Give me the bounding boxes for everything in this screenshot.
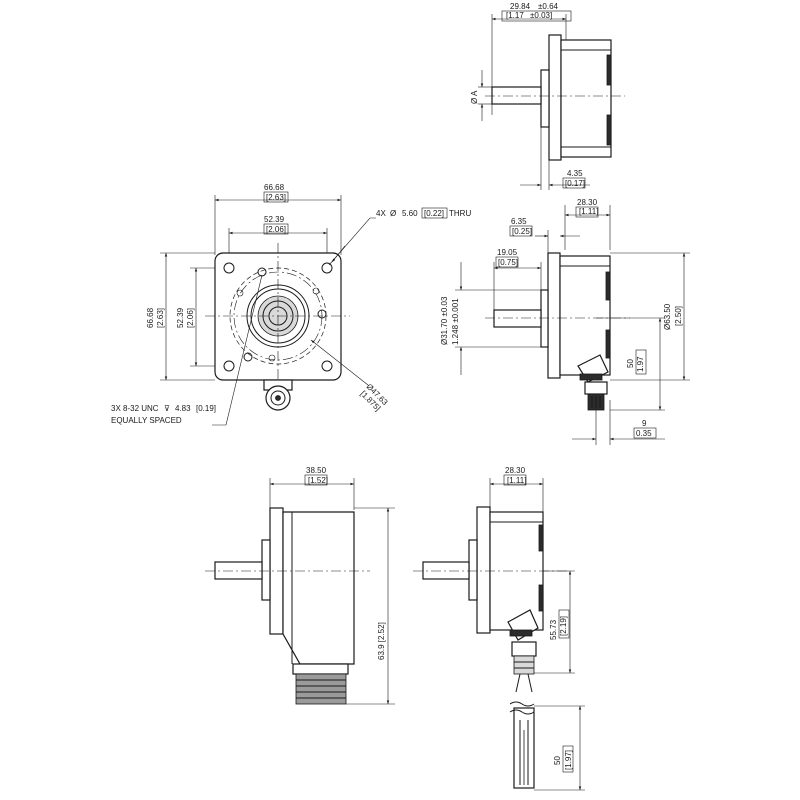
front-width-outer-label: 66.68	[264, 183, 285, 192]
top-view: 29.84 ±0.64 [1.17 ±0.03] Ø A 4.35 [0.17]	[470, 2, 625, 190]
side-conn-h-in-label: 1.97	[636, 356, 645, 372]
side-shaft	[493, 309, 542, 328]
mount-hole-tl	[223, 262, 235, 274]
br-depth-label: 28.30	[505, 466, 526, 475]
side-conn-off-label: 9	[642, 419, 647, 428]
front-view: 66.68 [2.63] 52.39 [2.06] 66.68 [2.63] 5…	[111, 183, 471, 426]
bl-height-label: 63.9 [2.52]	[377, 622, 386, 660]
hole-note-phi: Ø	[390, 209, 396, 218]
phi-a-label: Ø A	[470, 90, 479, 104]
br-cable-len-in-label: [1.97]	[564, 750, 573, 770]
top-shaft	[491, 86, 542, 105]
hole-note-dia: 5.60	[402, 209, 418, 218]
depth-symbol-icon: ⊽	[164, 404, 170, 413]
br-gland-h-in-label: [2.19]	[559, 616, 568, 636]
top-pilot	[540, 69, 550, 128]
top-width-in-tol: ±0.03]	[530, 11, 552, 20]
front-width-inner-in-label: [2.06]	[266, 225, 286, 234]
side-body-dia-label: Ø63.50	[663, 303, 672, 330]
front-height-inner-in-label: [2.06]	[186, 308, 195, 328]
side-shaft-len-in-label: [0.75]	[498, 258, 518, 267]
bl-pilot	[261, 539, 271, 601]
flange-thickness-in-label: [0.17]	[565, 179, 585, 188]
side-housing	[559, 255, 611, 376]
side-view: 28.30 [1.11] 6.35 [0.25] 19.05 [0.75] Ø3…	[440, 198, 690, 445]
mount-hole-bl	[223, 360, 235, 372]
br-gland-body	[513, 655, 535, 675]
br-gland-h-label: 55.73	[549, 619, 558, 640]
br-flange	[476, 506, 491, 634]
br-pilot	[468, 539, 478, 601]
br-depth-in-label: [1.11]	[507, 476, 526, 485]
front-height-outer-label: 66.68	[146, 307, 155, 328]
bl-connector-collar	[292, 663, 349, 675]
mount-hole-tr	[321, 262, 333, 274]
thread-note-depth-in: [0.19]	[196, 404, 216, 413]
side-body-dia-in-label: [2.50]	[674, 306, 683, 326]
bl-housing	[282, 511, 355, 665]
side-pilot-label: 6.35	[511, 217, 527, 226]
top-housing	[560, 39, 612, 158]
bl-depth-in-label: [1.52]	[308, 476, 328, 485]
side-pilot-in-label: [0.25]	[512, 227, 532, 236]
thread-hole-2	[317, 309, 327, 319]
br-gland-nut	[511, 641, 537, 657]
flange-thickness-label: 4.35	[567, 169, 583, 178]
hole-note-thru: THRU	[449, 209, 471, 218]
bl-shaft	[214, 561, 263, 580]
top-width-in-label: [1.17	[506, 11, 524, 20]
thread-note-spacing: EQUALLY SPACED	[111, 416, 182, 425]
front-width-outer-in-label: [2.63]	[266, 193, 286, 202]
bottom-left-view: 38.50 [1.52] 63.9 [2.52]	[205, 466, 395, 705]
side-conn-off-in-label: 0.35	[636, 429, 652, 438]
side-depth-in-label: [1.11]	[579, 207, 598, 216]
br-cable-len-label: 50	[553, 756, 562, 765]
side-connector-nut	[584, 381, 608, 395]
side-flange	[547, 252, 561, 379]
br-shaft	[422, 561, 470, 580]
bl-depth-label: 38.50	[306, 466, 327, 475]
mount-hole-br	[321, 360, 333, 372]
front-width-inner-label: 52.39	[264, 215, 285, 224]
thread-note-size: 3X 8-32 UNC	[111, 404, 159, 413]
top-dark-band-2	[606, 114, 612, 146]
front-height-outer-in-label: [2.63]	[156, 308, 165, 328]
top-flange	[548, 34, 562, 161]
top-width-tol: ±0.64	[538, 2, 559, 11]
bottom-right-view: 28.30 [1.11] 55.73 [2.19]	[413, 466, 585, 791]
side-pilot	[540, 289, 549, 348]
side-conn-h-label: 50	[626, 359, 635, 368]
top-width-label: 29.84	[510, 2, 531, 11]
hole-note-in: [0.22]	[424, 209, 444, 218]
bl-connector-thread	[295, 673, 347, 705]
thread-note-depth: 4.83	[175, 404, 191, 413]
front-height-inner-label: 52.39	[176, 307, 185, 328]
side-pilot-dia-in-label: 1.248 ±0.001	[451, 298, 460, 345]
side-depth-label: 28.30	[577, 198, 598, 207]
thread-hole-3	[243, 352, 253, 362]
side-pilot-dia-label: Ø31.70 ±0.03	[440, 296, 449, 345]
hole-note-qty: 4X	[376, 209, 386, 218]
side-shaft-len-label: 19.05	[497, 248, 518, 257]
top-dark-band-1	[606, 54, 612, 86]
